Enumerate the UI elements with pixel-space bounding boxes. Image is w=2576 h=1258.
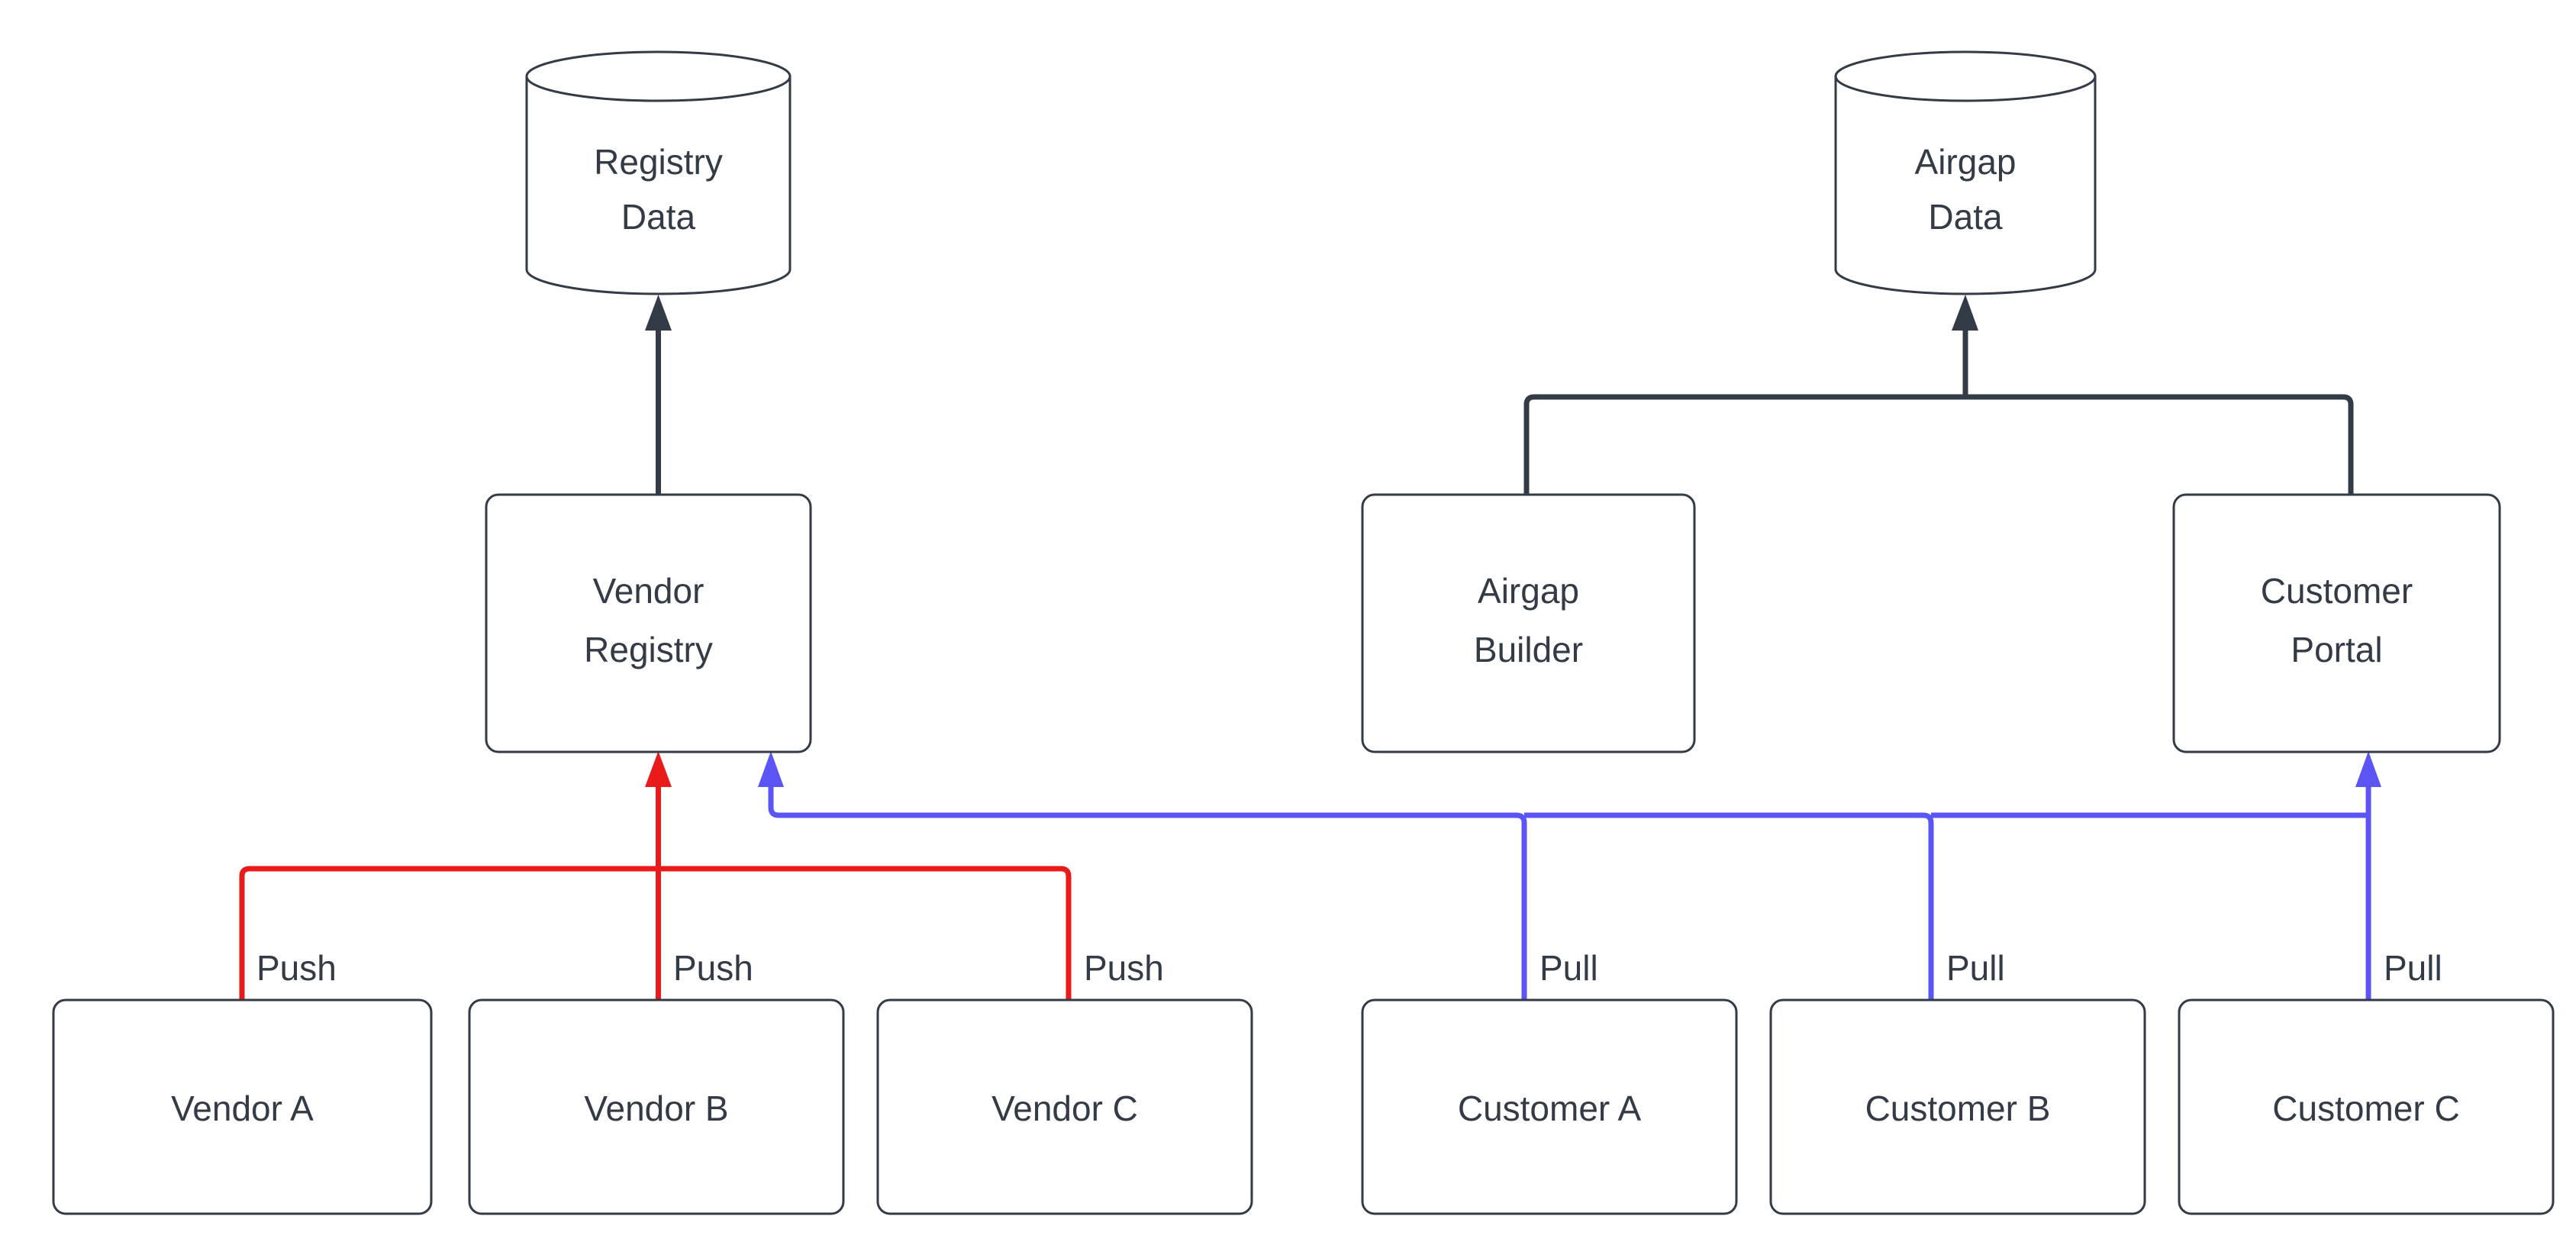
airgap-data-label-line1: Airgap [1915,142,2017,182]
node-customer-portal[interactable]: Customer Portal [2172,493,2501,753]
edge-customer-a-to-vendor-registry[interactable] [768,773,1527,1000]
node-vendor-registry[interactable]: Vendor Registry [485,493,812,753]
airgap-data-label-line2: Data [1928,197,2003,237]
airgap-builder-label-line2: Builder [1474,630,1583,669]
node-customer-b[interactable]: Customer B [1769,998,2146,1215]
node-vendor-b[interactable]: Vendor B [468,998,845,1215]
node-customer-a[interactable]: Customer A [1361,998,1738,1215]
edge-customer-c-to-customer-portal[interactable] [2355,751,2381,1000]
node-airgap-builder[interactable]: Airgap Builder [1361,493,1696,753]
edge-push-arrow-into-vendor-registry [645,751,672,869]
edge-vendor-registry-to-registry-data[interactable] [645,295,672,495]
edge-airgap-builder-to-airgap-data[interactable] [1523,394,1965,495]
node-vendor-c[interactable]: Vendor C [876,998,1253,1215]
edge-vendor-c-to-vendor-registry[interactable] [658,866,1072,1000]
airgap-builder-label-line1: Airgap [1478,571,1579,611]
edge-airgap-data-arrow [1952,295,1978,397]
node-customer-c[interactable]: Customer C [2178,998,2555,1215]
vendor-c-label: Vendor C [991,1089,1138,1128]
edge-label-pull-a: Pull [1539,948,1598,988]
edge-vendor-a-to-vendor-registry[interactable] [239,866,659,1000]
edge-pull-arrow-into-vendor-registry [758,751,784,787]
node-vendor-a[interactable]: Vendor A [52,998,433,1215]
customer-b-label: Customer B [1865,1089,2051,1128]
vendor-registry-label-line1: Vendor [593,571,704,611]
customer-portal-label-line1: Customer [2261,571,2413,611]
node-airgap-data[interactable]: Airgap Data [1834,50,2097,295]
edge-label-push-c: Push [1084,948,1164,988]
vendor-a-label: Vendor A [171,1089,314,1128]
customer-portal-label-line2: Portal [2291,630,2382,669]
edge-label-pull-c: Pull [2384,948,2442,988]
vendor-b-label: Vendor B [584,1089,728,1128]
vendor-registry-label-line2: Registry [584,630,713,669]
edge-customer-portal-to-airgap-data[interactable] [1965,394,2354,495]
node-registry-data[interactable]: Registry Data [525,50,791,295]
customer-c-label: Customer C [2272,1089,2459,1128]
edge-label-push-b: Push [673,948,753,988]
edge-label-push-a: Push [256,948,337,988]
edge-label-pull-b: Pull [1946,948,2005,988]
edge-customer-b-to-vendor-registry[interactable] [1524,812,1934,1000]
registry-data-label-line1: Registry [594,142,723,182]
customer-a-label: Customer A [1458,1089,1642,1128]
registry-data-label-line2: Data [621,197,696,237]
